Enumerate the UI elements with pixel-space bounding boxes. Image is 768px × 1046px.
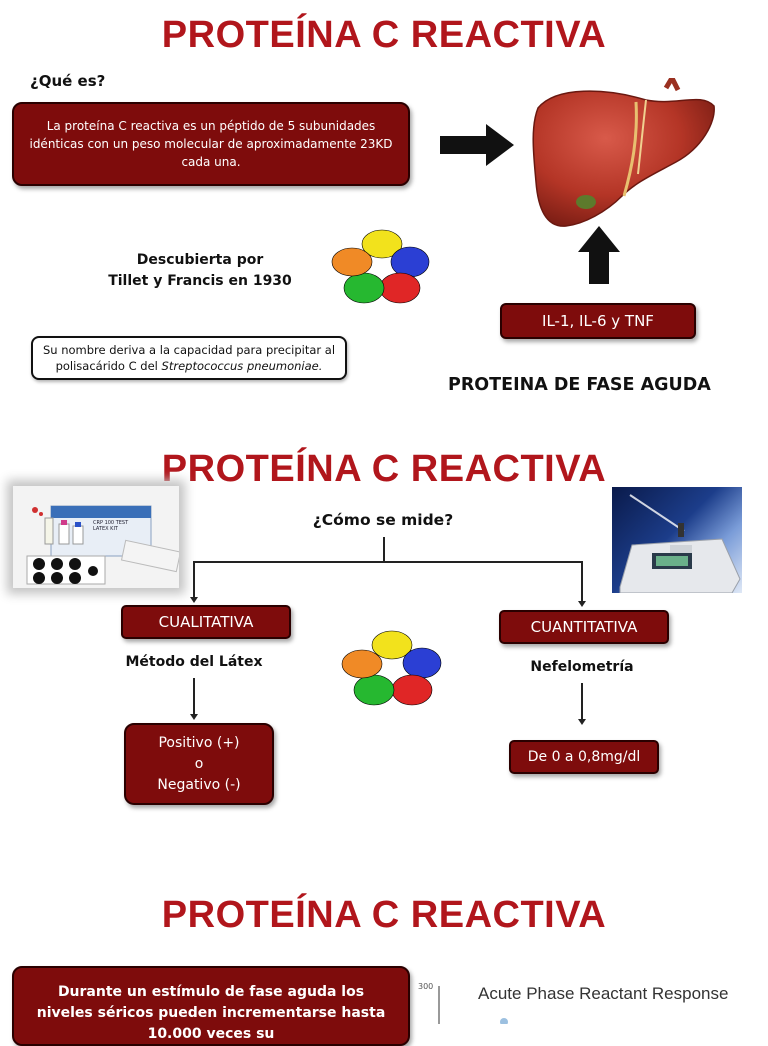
cytokines-box: IL-1, IL-6 y TNF	[500, 303, 696, 339]
right-drop-arrowhead	[578, 601, 586, 607]
definition-box: La proteína C reactiva es un péptido de …	[12, 102, 410, 186]
kit-label-line1: CRP 100 TEST	[93, 520, 129, 526]
chart-tick-label: 300	[418, 982, 434, 991]
flow-line-left-drop	[193, 561, 195, 599]
cualitativa-box: CUALITATIVA	[121, 605, 291, 639]
que-es-heading: ¿Qué es?	[30, 72, 106, 90]
range-box: De 0 a 0,8mg/dl	[509, 740, 659, 774]
section1-title: PROTEÍNA C REACTIVA	[161, 14, 607, 56]
flow-line-right-drop	[581, 561, 583, 603]
chart-title: Acute Phase Reactant Response	[478, 984, 729, 1003]
discovered-text: Descubierta por Tillet y Francis en 1930	[80, 250, 320, 292]
protein-molecule-icon-2	[341, 630, 442, 706]
result-or: o	[194, 755, 204, 772]
stimulus-box: Durante un estímulo de fase aguda los ni…	[12, 966, 410, 1046]
qualitative-result-box: Positivo (+) o Negativo (-)	[124, 723, 274, 805]
nephelometer-photo	[612, 487, 742, 593]
chart-y-axis	[438, 986, 440, 1024]
flow-line-latex-down	[193, 678, 195, 716]
latex-down-arrowhead	[190, 714, 198, 720]
flow-line-stem	[383, 537, 385, 562]
cuantitativa-box: CUANTITATIVA	[499, 610, 669, 644]
latex-method-label: Método del Látex	[125, 654, 263, 670]
neph-down-arrowhead	[578, 719, 586, 725]
kit-label-line2: LATEX KIT	[93, 526, 118, 532]
protein-molecule-icon	[331, 229, 430, 304]
cuantitativa-text: CUANTITATIVA	[530, 618, 638, 636]
cualitativa-text: CUALITATIVA	[158, 613, 254, 631]
flow-line-neph-down	[581, 683, 583, 721]
flow-line-horizontal	[193, 561, 583, 563]
cytokines-text: IL-1, IL-6 y TNF	[542, 312, 654, 330]
stimulus-text: Durante un estímulo de fase aguda los ni…	[36, 984, 386, 1042]
name-origin-note: Su nombre deriva a la capacidad para pre…	[31, 336, 347, 380]
right-arrow-icon	[440, 124, 514, 166]
latex-kit-photo: CRP 100 TEST LATEX KIT	[13, 486, 179, 588]
section3-title: PROTEÍNA C REACTIVA	[161, 894, 607, 936]
kit-label: CRP 100 TEST LATEX KIT	[93, 520, 128, 532]
result-negative: Negativo (-)	[157, 776, 241, 793]
nephelometry-label: Nefelometría	[530, 659, 634, 675]
name-note-text: Su nombre deriva a la capacidad para pre…	[42, 343, 336, 373]
liver-illustration	[532, 78, 715, 227]
discovered-line2: Tillet y Francis en 1930	[108, 273, 292, 289]
definition-text: La proteína C reactiva es un péptido de …	[29, 119, 393, 169]
up-arrow-icon	[578, 226, 620, 284]
bacteria-name: Streptococcus pneumoniae.	[161, 359, 323, 373]
como-se-mide-heading: ¿Cómo se mide?	[312, 511, 454, 529]
discovered-line1: Descubierta por	[136, 252, 264, 268]
acute-phase-label: PROTEINA DE FASE AGUDA	[448, 375, 711, 395]
left-drop-arrowhead	[190, 597, 198, 603]
section2-title: PROTEÍNA C REACTIVA	[161, 448, 607, 490]
result-positive: Positivo (+)	[158, 734, 240, 751]
chart-legend-icon	[500, 1018, 508, 1024]
range-text: De 0 a 0,8mg/dl	[527, 749, 641, 765]
